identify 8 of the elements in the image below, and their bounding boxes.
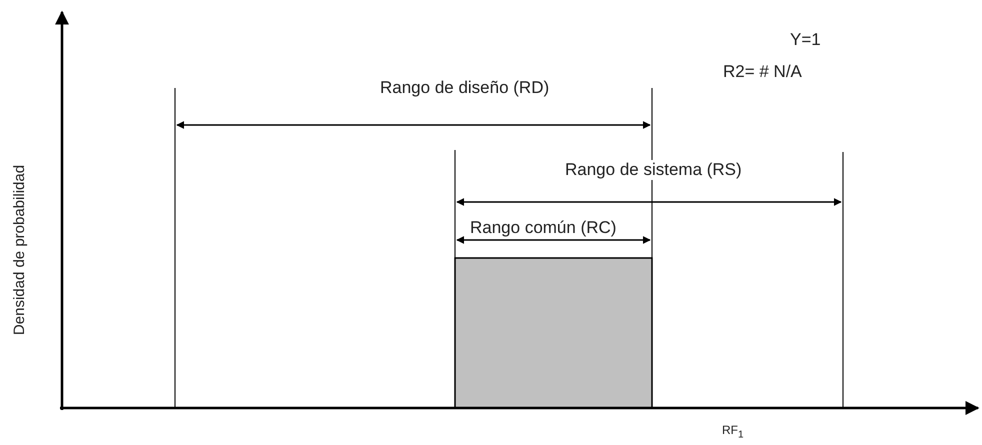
axis-label: RF$_{1}$ [722,422,744,442]
parameter-text: R2= # N/A [723,62,802,82]
range-label: Rango de sistema (RS) [565,160,742,180]
shaded-area [454,257,653,409]
range-label: Rango de diseño (RD) [380,78,550,98]
axis-title: Densidad de probabilidad [10,164,29,338]
parameter-text: Y=1 [790,30,821,50]
range-label: Rango común (RC) [470,218,616,238]
